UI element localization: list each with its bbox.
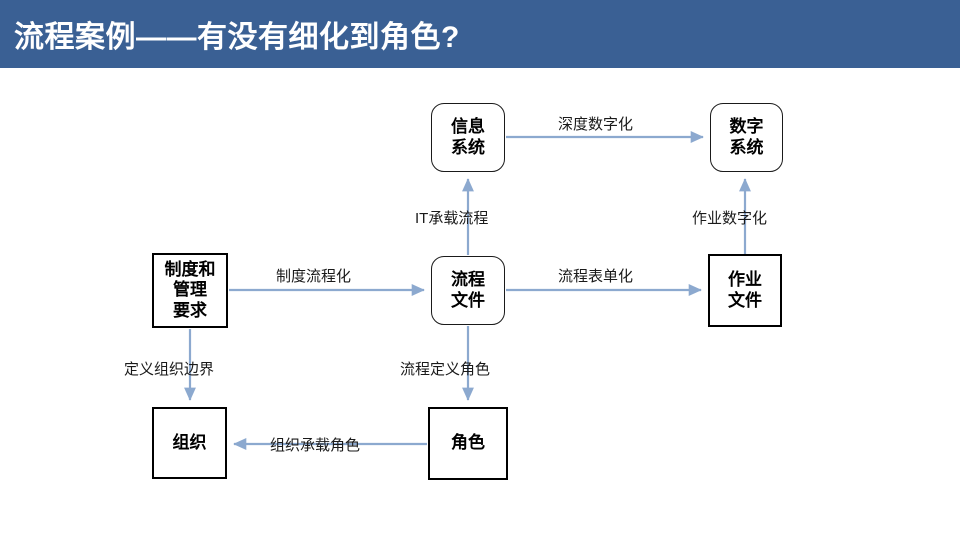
edge-label-process-to-work: 流程表单化 [558, 268, 634, 285]
flowchart-edges [184, 131, 751, 450]
edge-label-info-to-digital: 深度数字化 [558, 116, 634, 133]
flowchart-canvas: 信息 系统 数字 系统 制度和 管理 要求 流程 文件 作业 文件 组织 角色 … [0, 68, 960, 540]
edge-label-process-to-role: 流程定义角色 [400, 361, 491, 378]
page-title: 流程案例——有没有细化到角色? [14, 21, 460, 54]
node-label: 角色 [451, 433, 485, 453]
node-work-document[interactable]: 作业 文件 [708, 254, 782, 327]
node-label: 作业 文件 [728, 270, 762, 310]
edge-label-role-to-org: 组织承载角色 [270, 437, 361, 454]
node-digital-system[interactable]: 数字 系统 [710, 103, 783, 172]
node-label: 信息 系统 [451, 117, 485, 157]
edge-label-process-to-info: IT承载流程 [415, 210, 489, 227]
edge-label-policy-to-org: 定义组织边界 [124, 361, 215, 378]
node-label: 数字 系统 [729, 117, 764, 157]
node-organization[interactable]: 组织 [152, 407, 227, 479]
node-label: 流程 文件 [451, 270, 485, 310]
node-info-system[interactable]: 信息 系统 [431, 103, 505, 172]
edge-label-work-to-digital: 作业数字化 [692, 210, 768, 227]
node-label: 制度和 管理 要求 [164, 260, 216, 320]
slide-title-bar: 流程案例——有没有细化到角色? [0, 0, 960, 68]
node-policy-management[interactable]: 制度和 管理 要求 [152, 253, 228, 328]
edge-label-policy-to-process: 制度流程化 [276, 268, 352, 285]
node-label: 组织 [172, 432, 207, 452]
node-role[interactable]: 角色 [428, 407, 508, 480]
node-process-document[interactable]: 流程 文件 [431, 256, 505, 325]
